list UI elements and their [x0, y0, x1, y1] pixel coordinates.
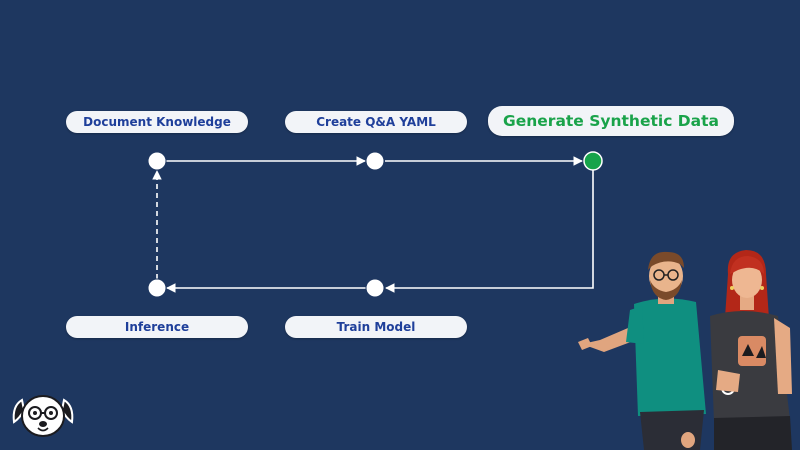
step-label-document-knowledge: Document Knowledge	[66, 111, 248, 133]
step-label-inference: Inference	[66, 316, 248, 338]
characters-illustration	[578, 250, 792, 450]
dog-mascot-logo-icon	[12, 395, 74, 437]
edge-generate-to-train	[385, 170, 594, 293]
node-train-model	[365, 278, 385, 298]
node-document-knowledge	[147, 151, 167, 171]
woman-character-illustration	[710, 250, 792, 450]
step-label-generate-synthetic-data: Generate Synthetic Data	[488, 106, 734, 136]
step-label-create-qa-yaml: Create Q&A YAML	[285, 111, 467, 133]
node-generate-synthetic-data	[583, 151, 603, 171]
node-inference	[147, 278, 167, 298]
man-character-illustration	[578, 251, 706, 450]
node-create-qa-yaml	[365, 151, 385, 171]
step-label-train-model: Train Model	[285, 316, 467, 338]
